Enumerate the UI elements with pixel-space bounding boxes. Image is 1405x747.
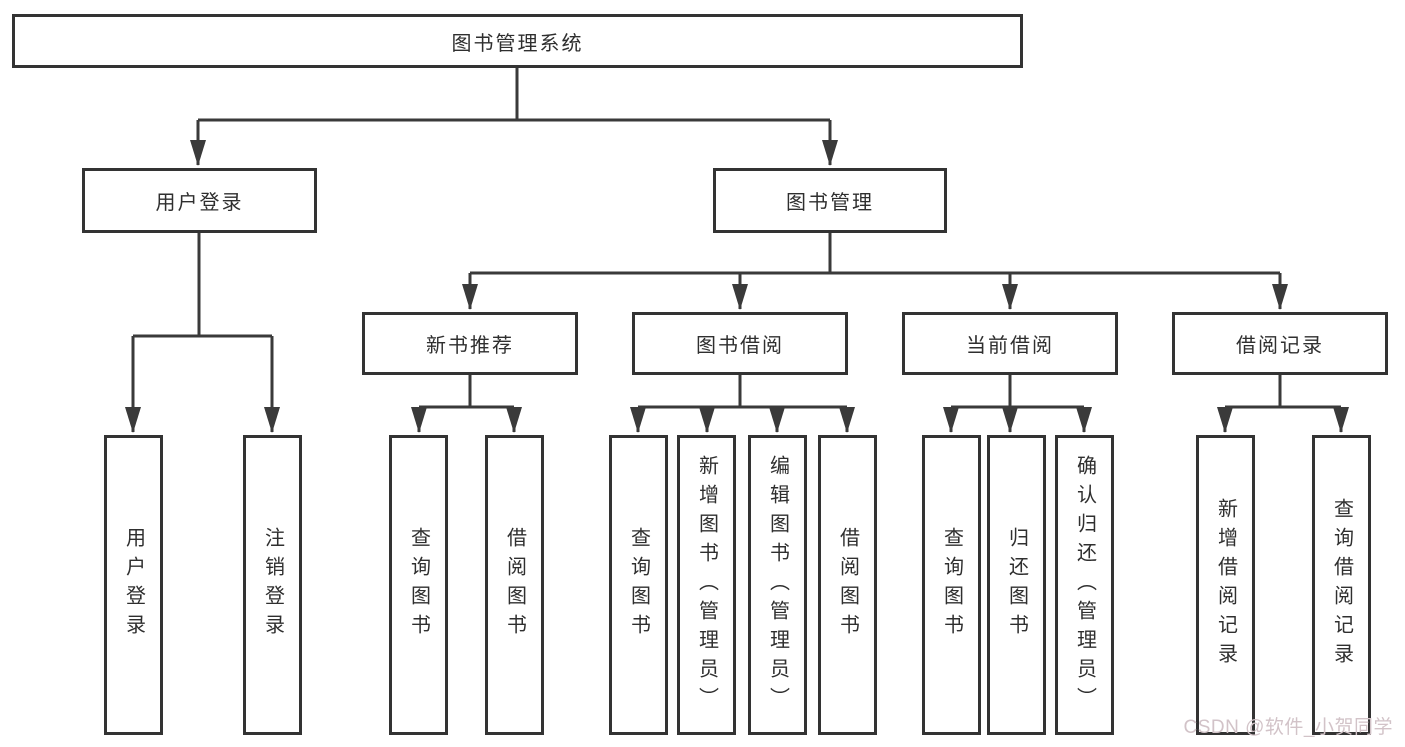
leaf-edit-book-admin: 编辑图书（管理员） <box>748 435 807 735</box>
leaf-query-books-recommend: 查询图书 <box>389 435 448 735</box>
leaf-user-login: 用户登录 <box>104 435 163 735</box>
leaf-borrow-books-borrowing: 借阅图书 <box>818 435 877 735</box>
leaf-query-books-borrowing: 查询图书 <box>609 435 668 735</box>
leaf-add-borrow-record: 新增借阅记录 <box>1196 435 1255 735</box>
leaf-confirm-return-admin: 确认归还（管理员） <box>1055 435 1114 735</box>
leaf-borrow-books-recommend: 借阅图书 <box>485 435 544 735</box>
leaf-return-books: 归还图书 <box>987 435 1046 735</box>
node-book-management: 图书管理 <box>713 168 947 233</box>
node-root: 图书管理系统 <box>12 14 1023 68</box>
node-current-borrowing: 当前借阅 <box>902 312 1118 375</box>
leaf-query-books-current: 查询图书 <box>922 435 981 735</box>
node-new-book-recommend: 新书推荐 <box>362 312 578 375</box>
node-user-login: 用户登录 <box>82 168 317 233</box>
watermark: CSDN @软件_小贺同学 <box>1183 717 1393 738</box>
node-borrowing-records: 借阅记录 <box>1172 312 1388 375</box>
leaf-add-book-admin: 新增图书（管理员） <box>677 435 736 735</box>
leaf-logout: 注销登录 <box>243 435 302 735</box>
node-book-borrowing: 图书借阅 <box>632 312 848 375</box>
leaf-query-borrow-record: 查询借阅记录 <box>1312 435 1371 735</box>
